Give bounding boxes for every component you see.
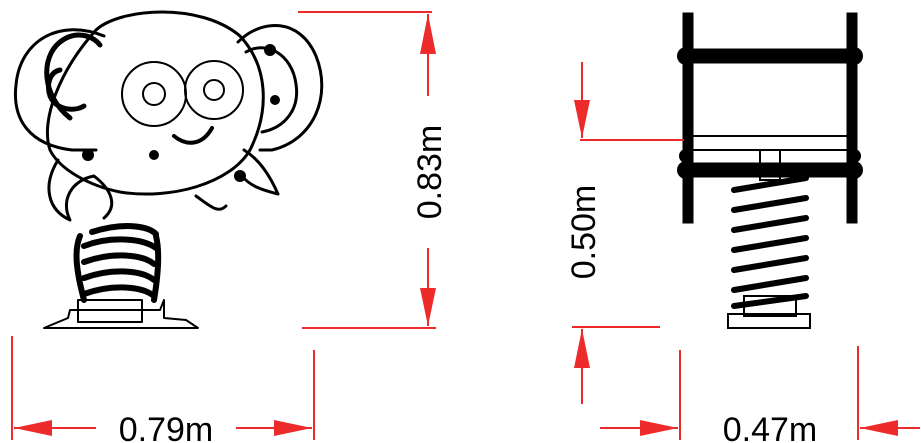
height-side-arrow-top [574,100,590,138]
seat-bolt-left [679,149,693,163]
head-outline [45,10,265,196]
foot-rest-bar [686,162,854,178]
left-eye-inner [142,82,166,106]
nose-dot [149,150,159,160]
foot-bar-end-right [845,161,863,179]
side-panel-right [846,12,858,224]
right-horn-curl [244,46,299,134]
dimension-lines [11,11,920,440]
front-base-plate [43,299,199,329]
front-view-sheep-rider [13,10,324,329]
right-leg [194,148,280,211]
bolt-ear-right [270,95,280,105]
width-front-label: 0.79m [119,411,214,443]
width-front-arrow-left [14,420,52,436]
right-eye-outer [184,60,244,120]
right-eye-inner [203,79,225,101]
left-horn [13,28,106,152]
height-front-arrow-top [420,14,436,54]
left-leg [47,158,114,222]
side-spring [731,175,809,309]
bolt-top-right [264,44,276,56]
bolt-left [82,149,94,161]
left-eye-outer [121,61,187,127]
side-view-spring-rider [677,12,863,329]
upper-handle-bar [686,48,854,64]
mouth [172,126,214,145]
height-side-arrow-bottom [574,329,590,368]
right-horn [236,23,324,152]
front-spring [73,223,162,303]
width-side-label: 0.47m [723,411,818,443]
front-base-block [77,299,143,323]
height-front-arrow-bottom [420,288,436,326]
width-side-arrow-right [860,420,898,436]
side-panel-left [682,12,694,224]
height-side-label: 0.50m [565,185,603,280]
seat [691,135,849,151]
width-side-arrow-left [640,420,678,436]
left-horn-curl [44,32,103,121]
foot-bar-end-left [677,161,695,179]
upper-bar-end-left [677,47,695,65]
height-front-label: 0.83m [411,125,449,220]
width-front-arrow-right [274,420,312,436]
upper-bar-end-right [845,47,863,65]
side-base-block [743,295,797,317]
side-base-plate [727,313,811,329]
side-spring-mount [759,149,781,181]
seat-bolt-right [847,149,861,163]
